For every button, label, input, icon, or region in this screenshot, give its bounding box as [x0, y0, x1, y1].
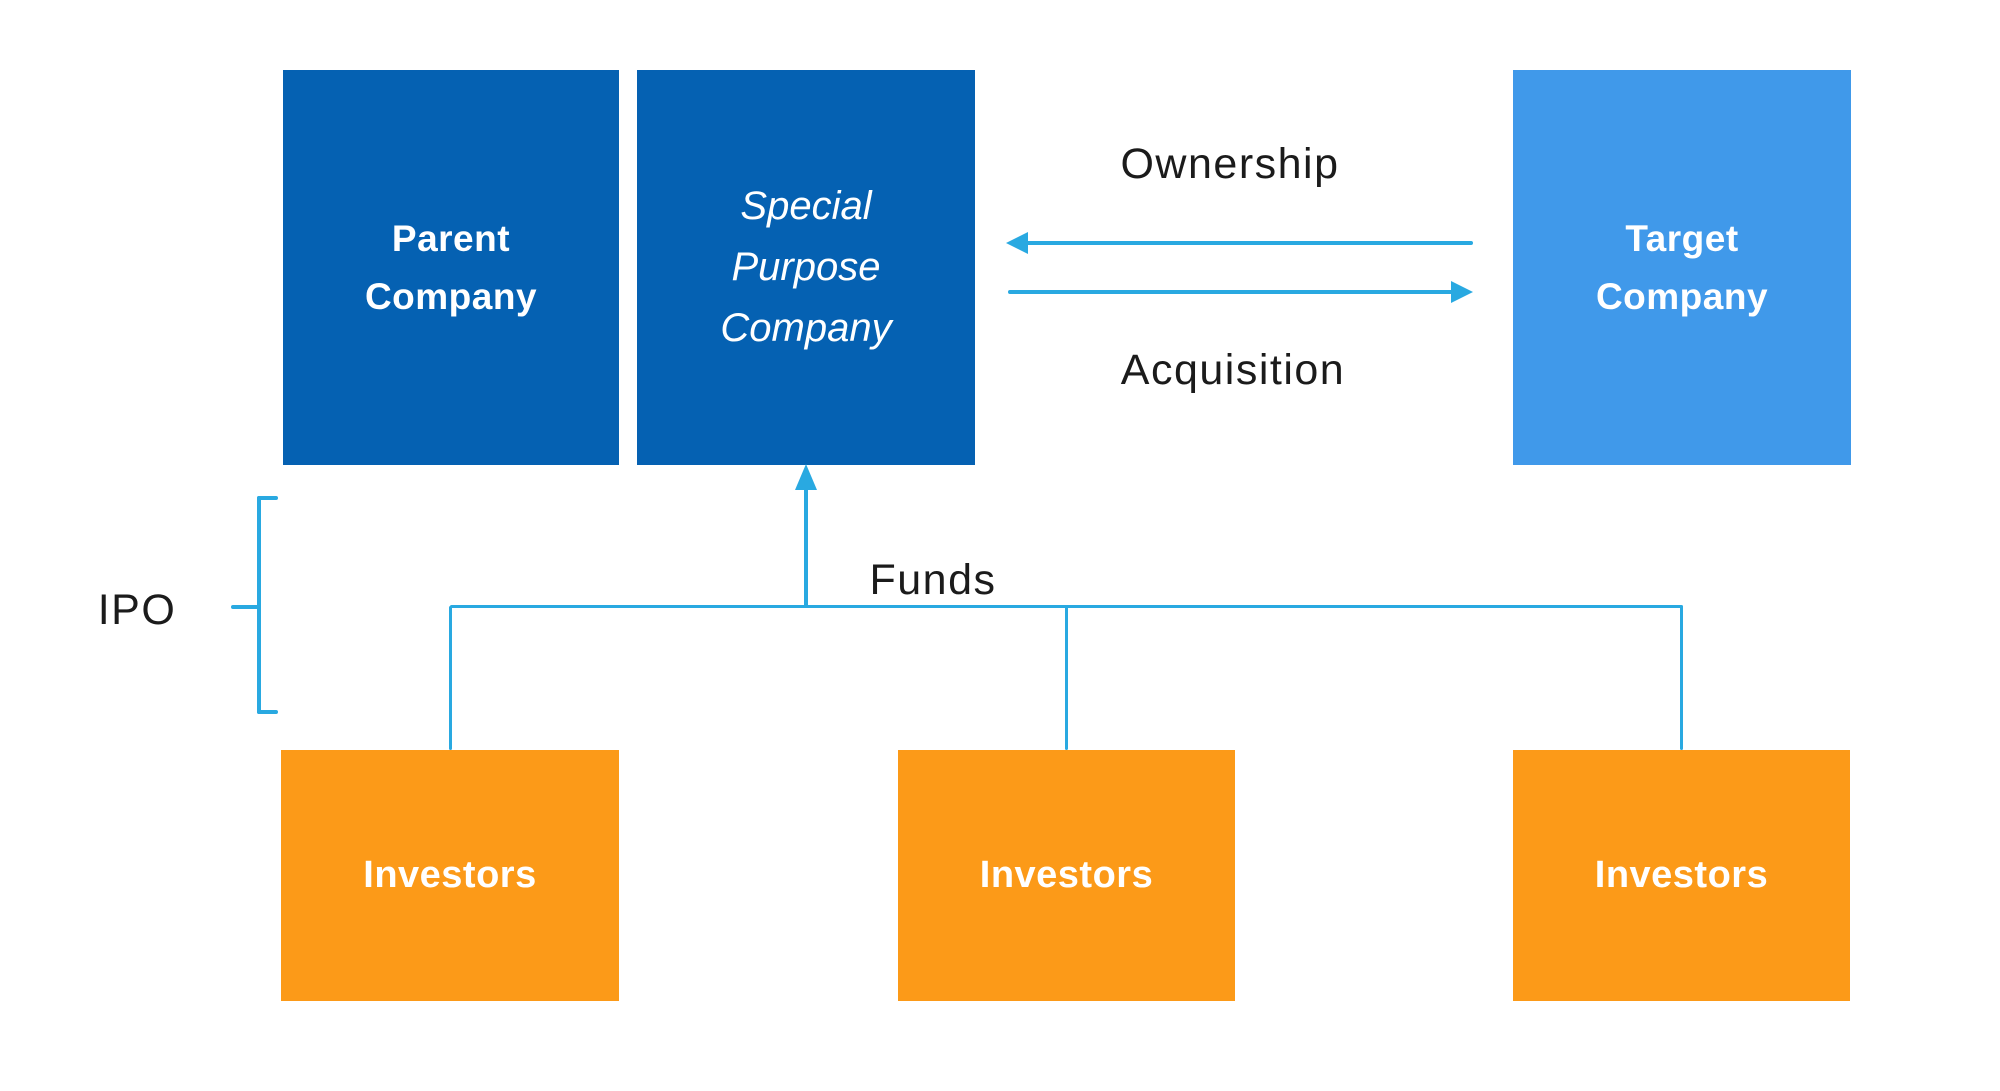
ownership-arrow-line	[1022, 241, 1473, 245]
investors-box-1: Investors	[281, 750, 619, 1001]
ipo-bracket-vertical	[257, 496, 261, 714]
parent-company-box: Parent Company	[283, 70, 619, 465]
target-company-box: Target Company	[1513, 70, 1851, 465]
target-company-label: Target Company	[1595, 217, 1769, 317]
ipo-bracket-bottom-arm	[257, 710, 278, 714]
ownership-arrowhead-left-icon	[1006, 232, 1028, 254]
ipo-bracket-top-arm	[257, 496, 278, 500]
funds-arrowhead-up-icon	[795, 464, 817, 490]
funds-drop-line-2	[1065, 606, 1068, 750]
funds-label: Funds	[869, 556, 997, 604]
investors-label-3: Investors	[1594, 854, 1769, 896]
investors-label-2: Investors	[979, 854, 1154, 896]
ipo-bracket-tick	[231, 605, 259, 609]
funds-up-arrow-line	[804, 488, 808, 607]
funds-drop-line-3	[1680, 606, 1683, 750]
acquisition-arrowhead-right-icon	[1451, 281, 1473, 303]
investors-box-3: Investors	[1513, 750, 1850, 1001]
ipo-label: IPO	[97, 586, 177, 634]
ownership-label: Ownership	[1120, 140, 1340, 188]
special-purpose-company-label: Special Purpose Company	[720, 184, 892, 350]
parent-company-label: Parent Company	[364, 217, 538, 317]
investors-label-1: Investors	[363, 854, 537, 896]
special-purpose-company-box: Special Purpose Company	[637, 70, 975, 465]
acquisition-arrow-line	[1008, 290, 1457, 294]
investors-box-2: Investors	[898, 750, 1235, 1001]
acquisition-label: Acquisition	[1120, 346, 1346, 394]
funds-drop-line-1	[449, 606, 452, 750]
